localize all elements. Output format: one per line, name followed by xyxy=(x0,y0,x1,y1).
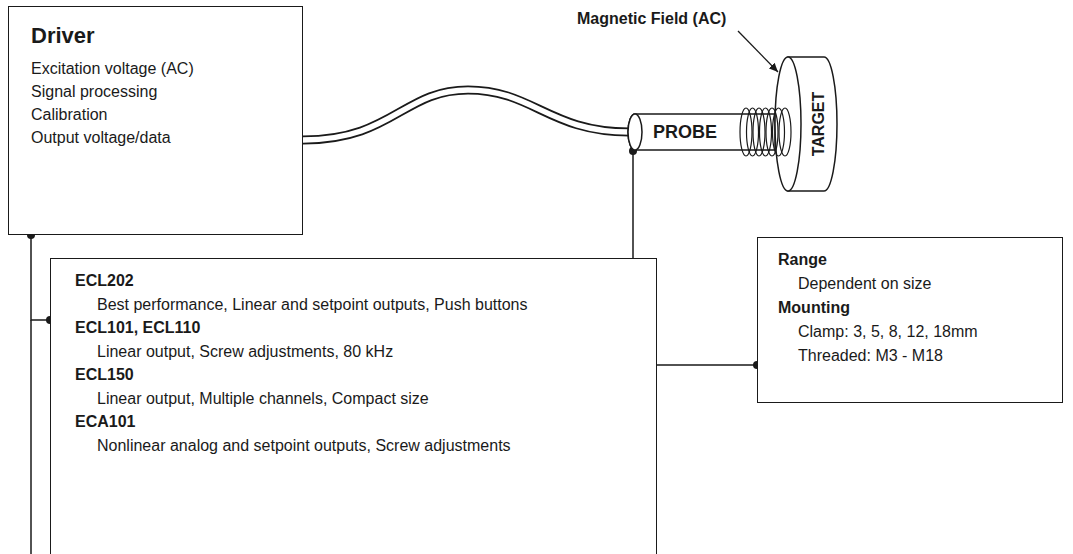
target-disc: TARGET xyxy=(772,56,838,192)
field-label: Magnetic Field (AC) xyxy=(577,10,726,28)
node-text: Calibration xyxy=(31,103,302,126)
node-text: Signal processing xyxy=(31,80,302,103)
field-leader-arrow xyxy=(738,31,778,72)
coil-winding xyxy=(779,108,791,156)
probe-label: PROBE xyxy=(653,113,717,151)
node-text: ECL150 xyxy=(75,363,656,387)
node-text: Dependent on size xyxy=(778,272,1062,296)
cable-outer xyxy=(303,90,629,140)
node-text: ECL101, ECL110 xyxy=(75,316,656,340)
node-text: Output voltage/data xyxy=(31,126,302,149)
cable-inner xyxy=(303,90,629,140)
driver-models-box: ECL202Best performance, Linear and setpo… xyxy=(50,258,657,554)
cable-connector xyxy=(303,90,629,140)
probe-end-face xyxy=(628,114,642,150)
models-box-left-rail xyxy=(30,320,32,554)
probe-spec-box: RangeDependent on sizeMountingClamp: 3, … xyxy=(757,237,1063,403)
node-text: Range xyxy=(778,248,1062,272)
node-text: Linear output, Screw adjustments, 80 kHz xyxy=(75,340,656,364)
node-text: ECA101 xyxy=(75,410,656,434)
node-text: Best performance, Linear and setpoint ou… xyxy=(75,293,656,317)
node-text: Excitation voltage (AC) xyxy=(31,57,302,80)
target-face xyxy=(775,57,801,191)
driver-box: DriverExcitation voltage (AC)Signal proc… xyxy=(8,6,303,235)
node-text: Linear output, Multiple channels, Compac… xyxy=(75,387,656,411)
leader-line xyxy=(31,235,50,320)
node-text: ECL202 xyxy=(75,269,656,293)
node-text: Threaded: M3 - M18 xyxy=(778,344,1062,368)
target-outline xyxy=(772,56,838,192)
target-label: TARGET xyxy=(810,92,828,157)
node-text: Mounting xyxy=(778,296,1062,320)
node-text: Nonlinear analog and setpoint outputs, S… xyxy=(75,434,656,458)
node-text: Driver xyxy=(31,21,302,51)
node-text: Clamp: 3, 5, 8, 12, 18mm xyxy=(778,320,1062,344)
